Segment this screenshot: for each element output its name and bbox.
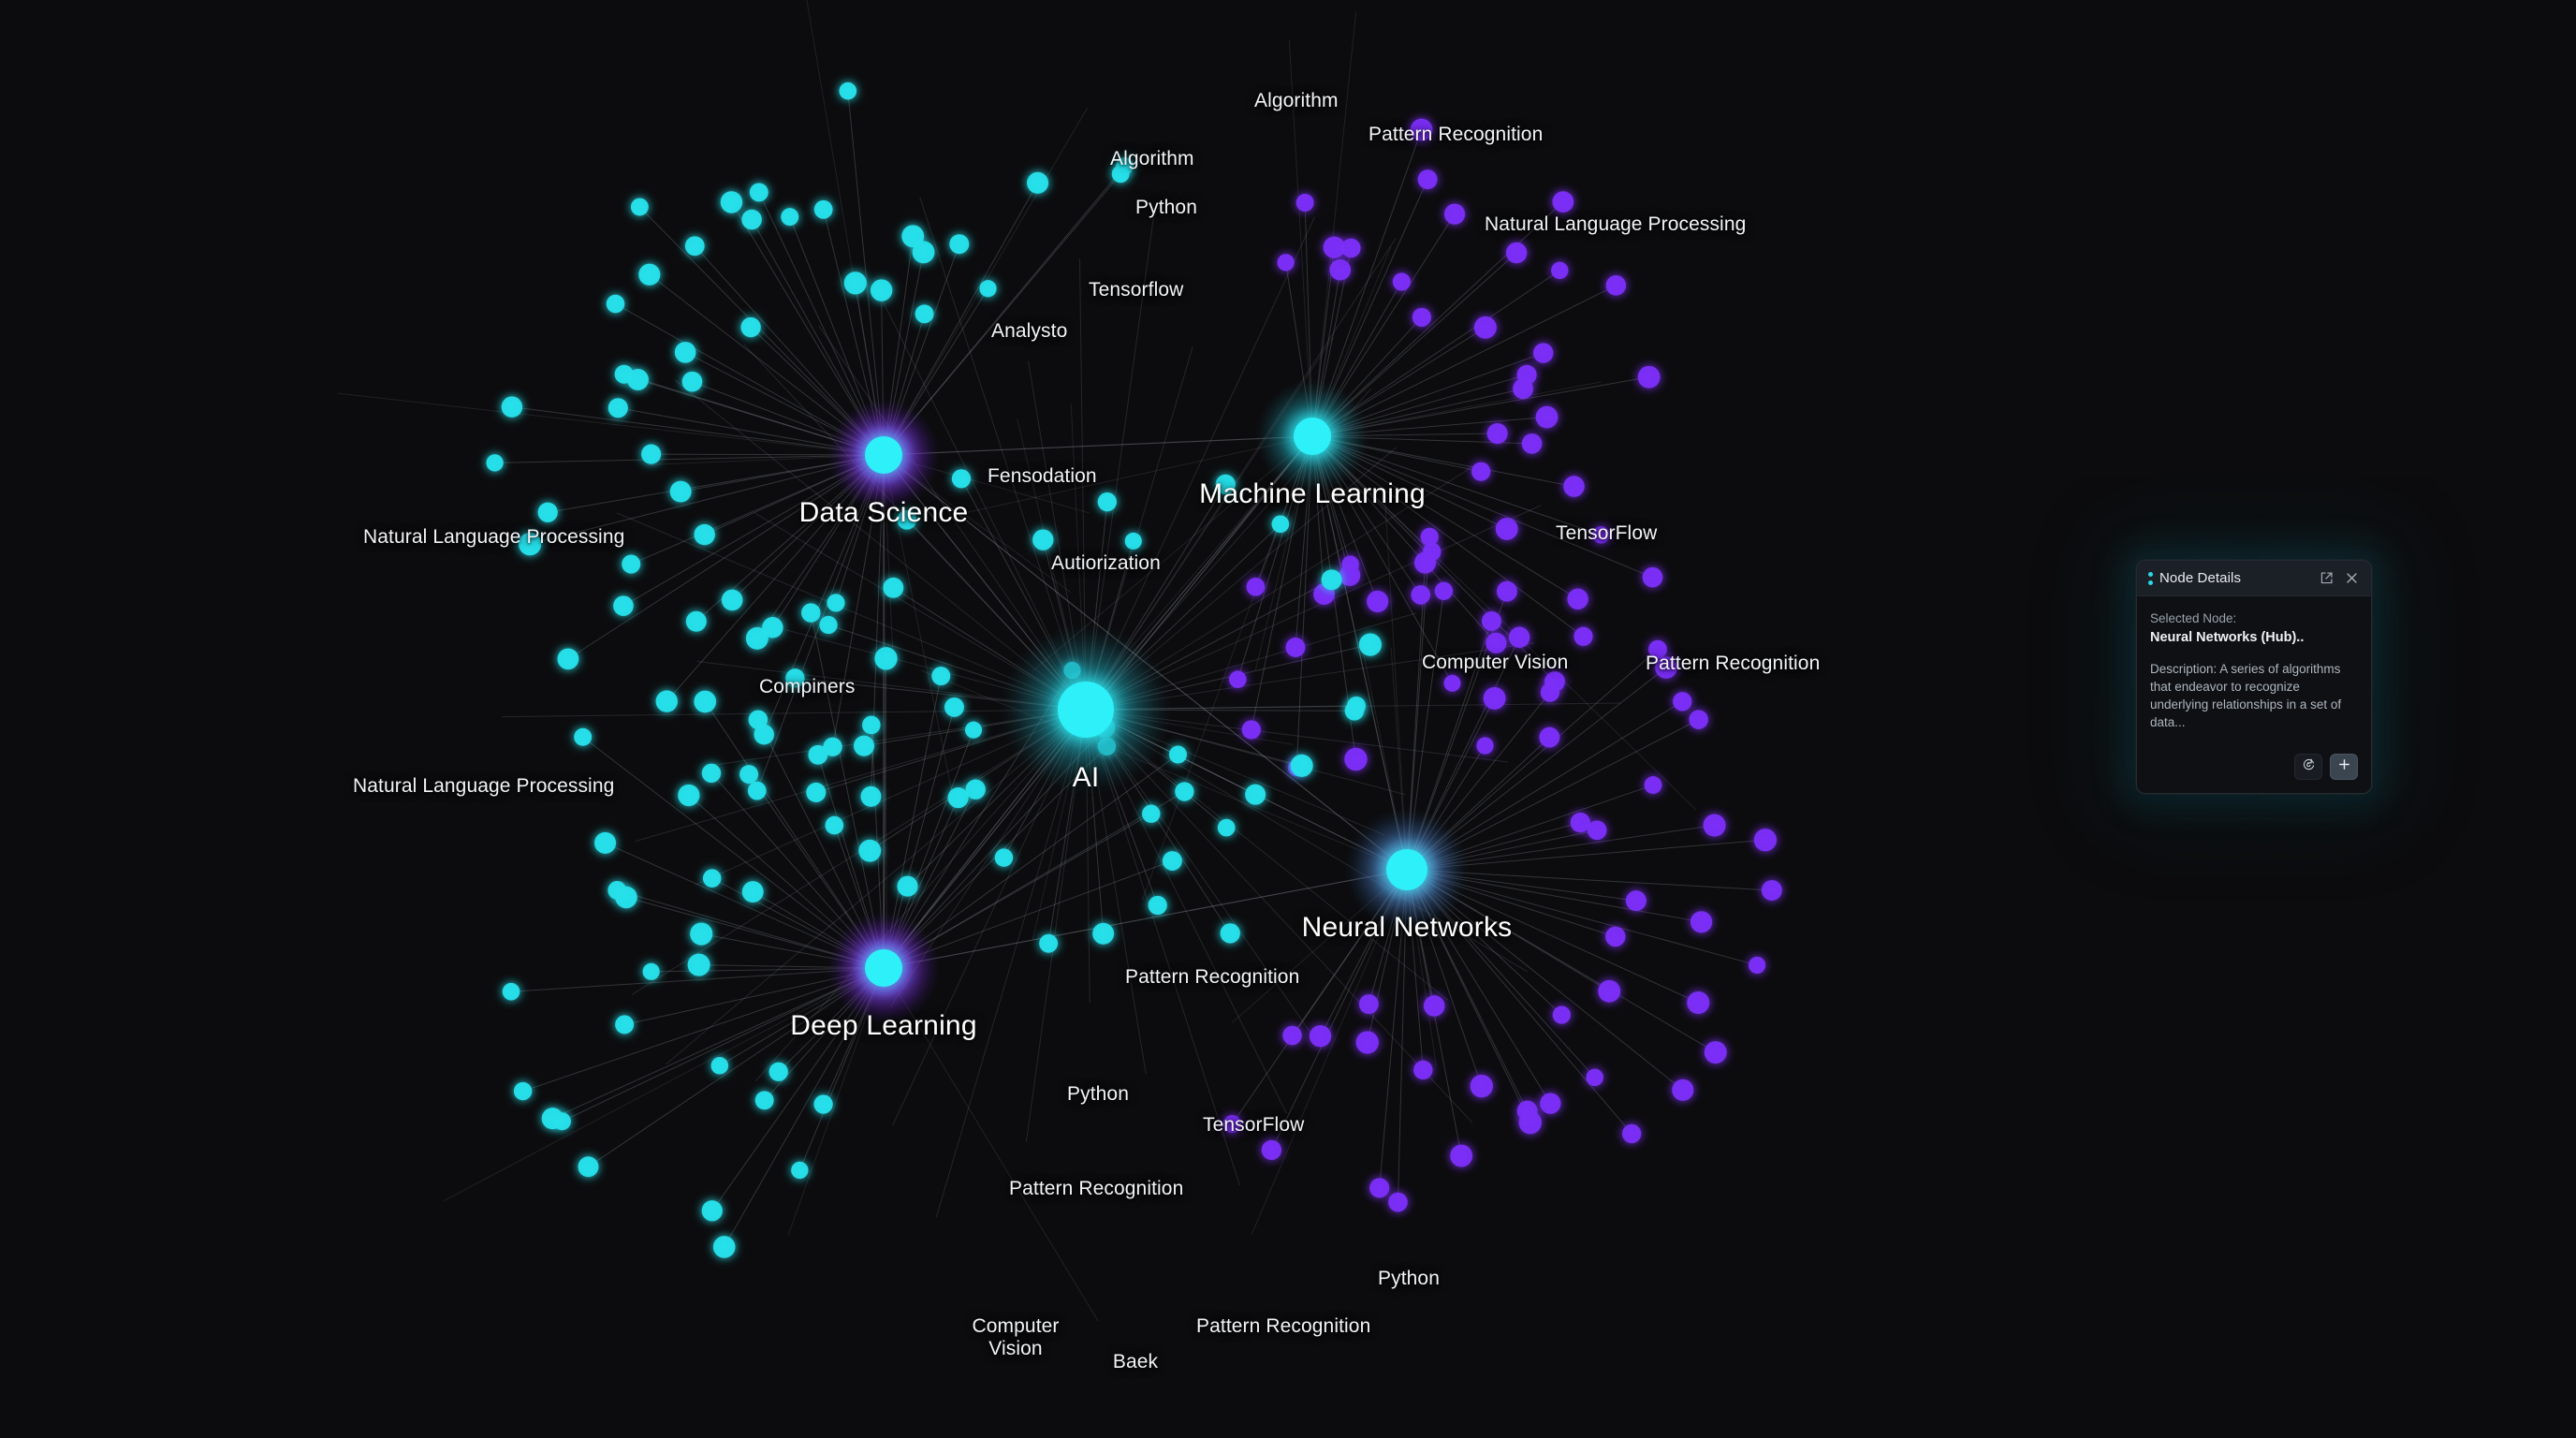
drag-handle-icon[interactable] [2145,571,2155,585]
hub-node-ds [827,398,941,512]
panel-title: Node Details [2159,570,2242,586]
panel-actions [2137,741,2371,794]
hub-node-ai [1000,624,1172,796]
selected-node-value: Neural Networks (Hub).. [2150,629,2305,645]
hub-node-dl [827,911,941,1025]
node-details-panel[interactable]: Node Details Selected Node: Neural Netwo… [2136,560,2372,795]
close-icon[interactable] [2342,569,2361,588]
panel-body: Selected Node: Neural Networks (Hub).. D… [2137,596,2371,741]
panel-header[interactable]: Node Details [2137,561,2371,596]
hub-node-nn [1343,806,1471,933]
hub-node-ml [1255,379,1369,493]
node-description: Description: A series of algorithms that… [2150,661,2342,730]
plus-icon [2337,757,2351,776]
regenerate-button[interactable] [2294,754,2322,781]
external-link-icon[interactable] [2317,569,2335,588]
graph-hub-nodes[interactable] [827,379,1471,1025]
graph-leaf-nodes[interactable] [486,81,1782,1258]
selected-node-label: Selected Node: [2150,611,2237,625]
add-node-button[interactable] [2330,754,2358,781]
refresh-circle-icon [2302,757,2316,776]
